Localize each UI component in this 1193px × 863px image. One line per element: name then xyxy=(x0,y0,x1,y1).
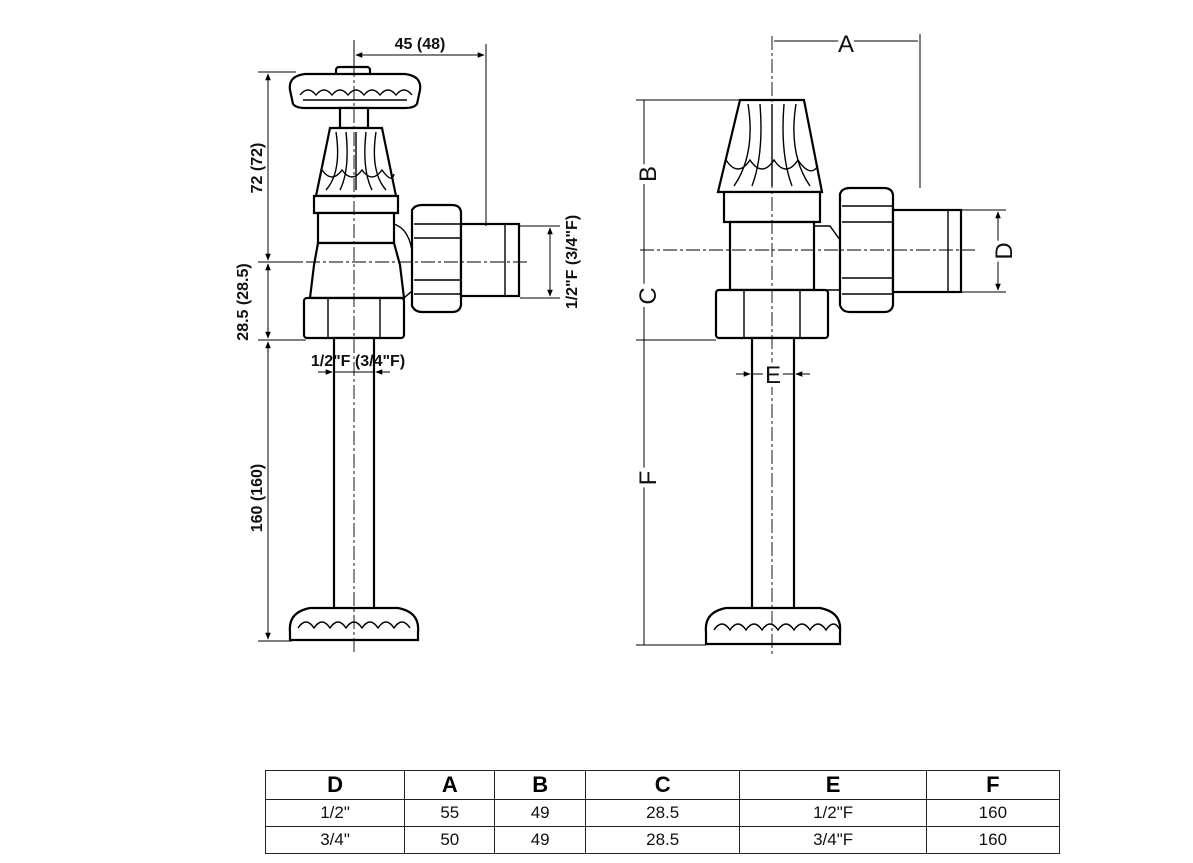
left-fluted-head xyxy=(312,126,400,215)
left-tail xyxy=(459,222,521,298)
right-fluted-head xyxy=(716,98,824,194)
right-valve-view: A B C F D E xyxy=(631,27,1022,655)
spec-table-header-row: D A B C E F xyxy=(264,770,1061,800)
right-dimension-c-label: C xyxy=(635,287,662,304)
header-f: F xyxy=(925,770,1061,800)
table-row: 3/4" 50 49 28.5 3/4"F 160 xyxy=(264,826,1061,854)
cell-a: 55 xyxy=(404,799,496,827)
right-tail xyxy=(891,208,963,294)
left-handwheel xyxy=(288,65,422,110)
cell-a: 50 xyxy=(404,826,496,854)
right-floor-plate xyxy=(704,606,842,646)
left-valve-view: 45 (48) 72 (72) 28.5 (28.5) 160 (160) 1/… xyxy=(235,36,581,652)
left-head-dimension-label: 72 (72) xyxy=(249,143,266,194)
cell-f: 160 xyxy=(925,826,1061,854)
cell-e: 1/2"F xyxy=(739,799,927,827)
left-mid-dimension-label: 28.5 (28.5) xyxy=(235,263,252,340)
header-d: D xyxy=(264,770,406,800)
right-dimension-a-label: A xyxy=(838,31,854,58)
right-valve-body xyxy=(728,220,841,292)
right-dimension-f-label: F xyxy=(635,471,662,486)
header-c: C xyxy=(584,770,741,800)
left-valve-body xyxy=(308,211,414,300)
left-outlet-dimension-label: 1/2"F (3/4"F) xyxy=(564,215,581,309)
right-dimension-d-label: D xyxy=(991,242,1018,259)
cell-b: 49 xyxy=(494,799,586,827)
left-inlet-dimension-label: 1/2"F (3/4"F) xyxy=(311,353,405,370)
cell-e: 3/4"F xyxy=(739,826,927,854)
header-b: B xyxy=(494,770,586,800)
cell-c: 28.5 xyxy=(584,799,741,827)
valve-technical-drawing: 45 (48) 72 (72) 28.5 (28.5) 160 (160) 1/… xyxy=(235,27,1022,655)
cell-f: 160 xyxy=(925,799,1061,827)
left-top-dimension-label: 45 (48) xyxy=(395,36,446,53)
right-dimension-e-label: E xyxy=(765,362,781,389)
left-pipe-dimension-label: 160 (160) xyxy=(249,464,266,533)
table-row: 1/2" 55 49 28.5 1/2"F 160 xyxy=(264,799,1061,827)
cell-b: 49 xyxy=(494,826,586,854)
header-e: E xyxy=(739,770,927,800)
header-a: A xyxy=(404,770,496,800)
cell-d: 3/4" xyxy=(264,826,406,854)
left-union-nut xyxy=(410,203,463,314)
cell-c: 28.5 xyxy=(584,826,741,854)
cell-d: 1/2" xyxy=(264,799,406,827)
right-dimension-b-label: B xyxy=(635,166,662,182)
dimension-spec-table: D A B C E F 1/2" 55 49 28.5 1/2"F 160 3/… xyxy=(264,770,1061,854)
